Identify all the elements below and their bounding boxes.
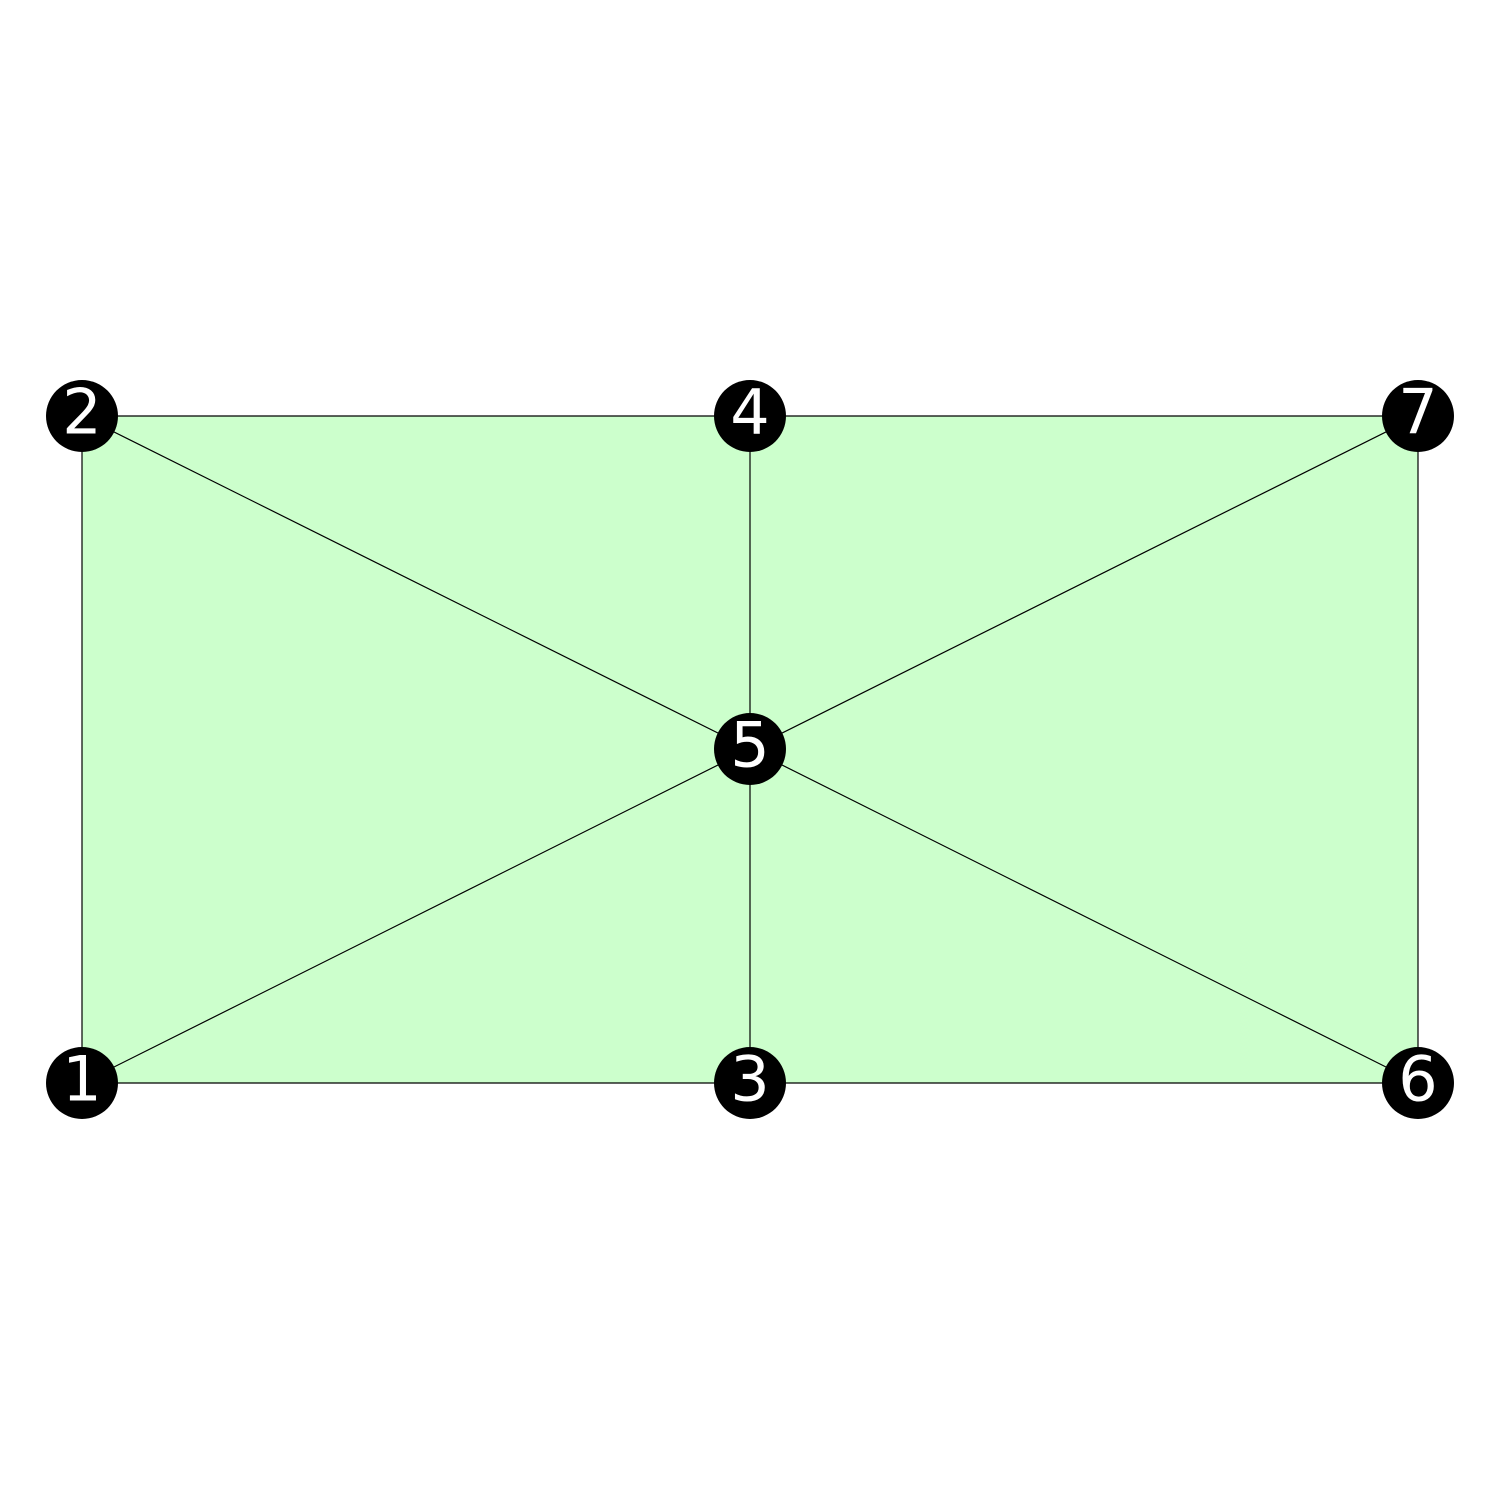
node-marker (714, 380, 786, 452)
mesh-node-4: 4 (714, 376, 786, 452)
mesh-edges (81, 415, 1419, 1084)
mesh-edge-2-5 (81, 415, 751, 750)
mesh-nodes: 1 2 3 4 5 6 7 (46, 376, 1454, 1119)
node-marker (46, 380, 118, 452)
node-label: 4 (730, 376, 769, 449)
node-label: 6 (1398, 1043, 1437, 1116)
mesh-face-5-6-7 (750, 416, 1418, 1083)
node-label: 7 (1398, 376, 1437, 449)
mesh-edge-6-5 (749, 748, 1419, 1084)
mesh-edge-1-5 (81, 748, 751, 1084)
node-label: 1 (62, 1043, 101, 1116)
node-marker (714, 1047, 786, 1119)
mesh-node-5: 5 (714, 709, 786, 785)
mesh-node-1: 1 (46, 1043, 118, 1119)
node-label: 5 (730, 709, 769, 782)
mesh-node-7: 7 (1382, 376, 1454, 452)
node-marker (46, 1047, 118, 1119)
mesh-edge-7-5 (749, 415, 1419, 750)
node-label: 3 (730, 1043, 769, 1116)
node-marker (1382, 1047, 1454, 1119)
node-label: 2 (62, 376, 101, 449)
mesh-node-6: 6 (1382, 1043, 1454, 1119)
mesh-node-3: 3 (714, 1043, 786, 1119)
node-marker (714, 713, 786, 785)
mesh-face-1-5-2 (82, 416, 750, 1083)
node-marker (1382, 380, 1454, 452)
mesh-node-2: 2 (46, 376, 118, 452)
